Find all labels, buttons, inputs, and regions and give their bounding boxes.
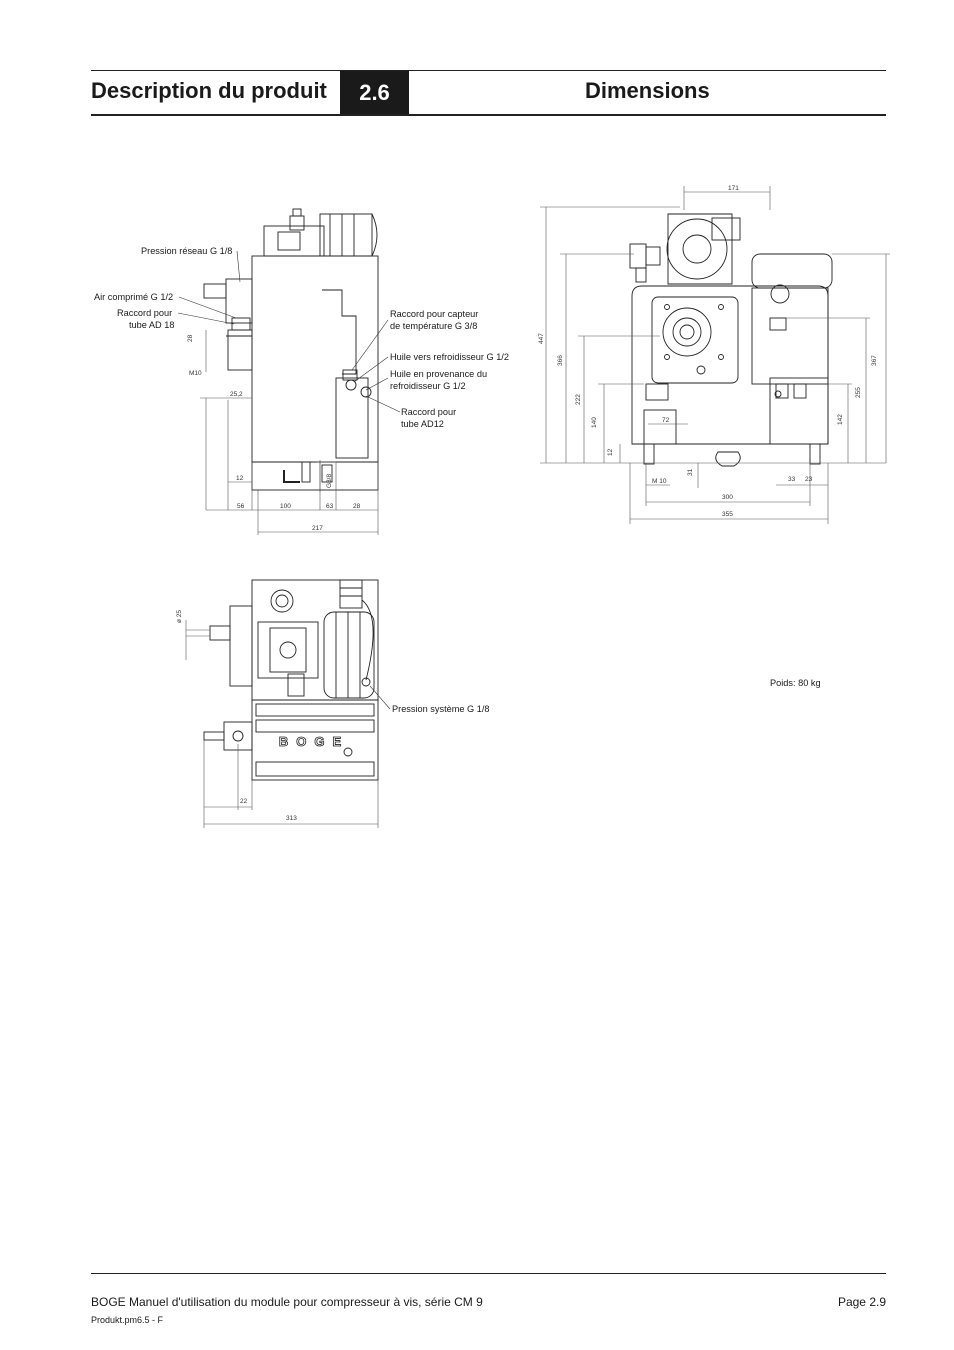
front-view — [540, 186, 890, 524]
dim-front-300: 300 — [722, 494, 733, 501]
leader-lines — [177, 250, 401, 710]
page-title: Dimensions — [585, 78, 710, 103]
callout-huile-provenance-line2: refroidisseur G 1/2 — [390, 381, 466, 391]
header-rule-bottom — [91, 114, 886, 116]
footer-page-number: Page 2.9 — [837, 1295, 886, 1309]
dim-side-g3-8: G3/8 — [326, 474, 333, 488]
dim-side-63: 63 — [326, 503, 334, 510]
dim-top-22: 22 — [240, 798, 248, 805]
callout-huile-provenance-line1: Huile en provenance du — [390, 369, 487, 379]
dim-front-355: 355 — [722, 511, 733, 518]
callout-raccord-ad12-line2: tube AD12 — [401, 419, 444, 429]
header-rule-top — [91, 70, 886, 71]
footer-manual-title: BOGE Manuel d'utilisation du module pour… — [91, 1295, 483, 1309]
dim-front-12: 12 — [607, 448, 614, 456]
callout-capteur-line2: de température G 3/8 — [390, 321, 477, 331]
dim-front-23: 23 — [805, 476, 813, 483]
dim-front-142: 142 — [837, 414, 844, 425]
dim-front-366: 366 — [557, 355, 564, 366]
callout-pression-reseau: Pression réseau G 1/8 — [141, 246, 232, 256]
top-view — [185, 579, 379, 828]
section-number-badge: 2.6 — [340, 71, 409, 115]
dim-front-140: 140 — [591, 417, 598, 428]
side-view — [200, 208, 379, 535]
dim-front-171: 171 — [728, 185, 739, 192]
dim-side-56: 56 — [237, 503, 245, 510]
dim-front-447: 447 — [538, 333, 545, 344]
callout-raccord-ad18-line2: tube AD 18 — [129, 320, 174, 330]
section-title: Description du produit — [91, 78, 327, 103]
callout-pression-systeme: Pression système G 1/8 — [392, 704, 490, 714]
dim-front-31: 31 — [687, 468, 694, 476]
dim-front-255: 255 — [855, 387, 862, 398]
callout-air-comprime: Air comprimé G 1/2 — [94, 292, 173, 302]
dim-front-222: 222 — [575, 394, 582, 405]
dim-side-28: 28 — [187, 334, 194, 342]
dim-front-33: 33 — [788, 476, 796, 483]
footer-file-name: Produkt.pm6.5 - F — [91, 1315, 164, 1325]
dim-side-217: 217 — [312, 525, 323, 532]
weight-label: Poids: 80 kg — [770, 678, 821, 688]
footer-rule — [91, 1273, 886, 1274]
brand-logo: BOGE — [279, 734, 349, 749]
dim-side-100: 100 — [280, 503, 291, 510]
callout-huile-vers: Huile vers refroidisseur G 1/2 — [390, 352, 509, 362]
dim-front-367: 367 — [871, 355, 878, 366]
callout-capteur-line1: Raccord pour capteur — [390, 309, 478, 319]
dim-front-72: 72 — [662, 417, 670, 424]
dim-top-313: 313 — [286, 815, 297, 822]
dim-side-28b: 28 — [353, 503, 361, 510]
dim-side-12: 12 — [236, 475, 244, 482]
dim-side-25-2: 25,2 — [230, 391, 243, 398]
dim-side-m10: M10 — [189, 370, 202, 377]
dim-top-25: ø 25 — [176, 610, 183, 623]
dim-front-m10: M 10 — [652, 478, 667, 485]
callout-raccord-ad18-line1: Raccord pour — [117, 308, 172, 318]
callout-raccord-ad12-line1: Raccord pour — [401, 407, 456, 417]
